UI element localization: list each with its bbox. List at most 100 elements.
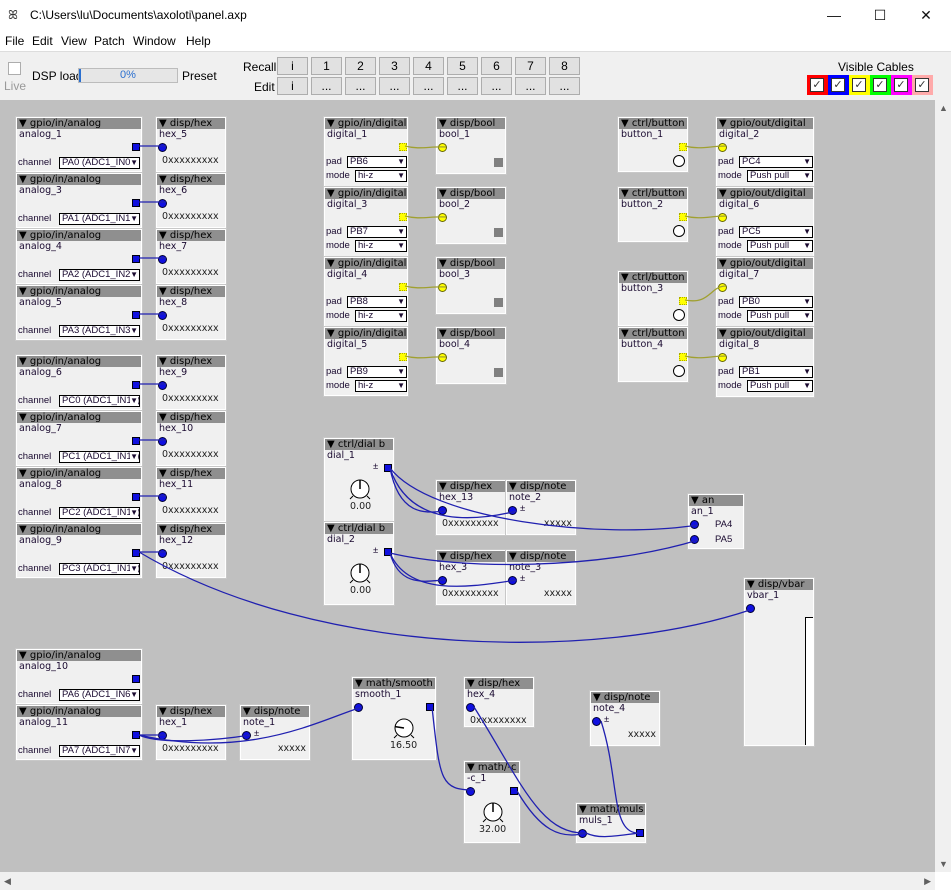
object-instance-name[interactable]: note_1 [243, 717, 276, 728]
collapse-triangle-icon[interactable]: ▼ [719, 118, 730, 129]
inlet[interactable] [158, 493, 167, 502]
object-header[interactable]: ▼ disp/bool [437, 118, 505, 129]
cable-visibility-toggle[interactable]: ✓ [912, 75, 933, 95]
object-instance-name[interactable]: hex_3 [439, 562, 468, 573]
collapse-triangle-icon[interactable]: ▼ [327, 118, 338, 129]
object-instance-name[interactable]: analog_8 [19, 479, 62, 490]
outlet[interactable] [132, 255, 140, 263]
vertical-scrollbar[interactable]: ▲ ▼ [935, 100, 951, 872]
object-instance-name[interactable]: digital_8 [719, 339, 760, 350]
object-header[interactable]: ▼ disp/hex [157, 230, 225, 241]
object-instance-name[interactable]: analog_7 [19, 423, 62, 434]
mode-dropdown[interactable]: hi-z▼ [355, 240, 407, 252]
object-instance-name[interactable]: analog_9 [19, 535, 62, 546]
edit-preset-button[interactable]: ... [481, 77, 512, 95]
collapse-triangle-icon[interactable]: ▼ [355, 678, 366, 689]
collapse-triangle-icon[interactable]: ▼ [19, 650, 30, 661]
object-header[interactable]: ▼ disp/bool [437, 258, 505, 269]
edit-preset-button[interactable]: i [277, 77, 308, 95]
collapse-triangle-icon[interactable]: ▼ [159, 174, 170, 185]
pad-dropdown[interactable]: PB0▼ [739, 296, 813, 308]
collapse-triangle-icon[interactable]: ▼ [159, 524, 170, 535]
pad-dropdown[interactable]: PB6▼ [347, 156, 407, 168]
outlet[interactable] [132, 311, 140, 319]
pad-dropdown[interactable]: PB7▼ [347, 226, 407, 238]
object-instance-name[interactable]: bool_1 [439, 129, 471, 140]
channel-dropdown[interactable]: PC3 (ADC1_IN13)▼ [59, 563, 140, 575]
inlet[interactable] [242, 731, 251, 740]
collapse-triangle-icon[interactable]: ▼ [19, 524, 30, 535]
object-instance-name[interactable]: hex_11 [159, 479, 194, 490]
collapse-triangle-icon[interactable]: ▼ [19, 230, 30, 241]
pad-dropdown[interactable]: PB1▼ [739, 366, 813, 378]
inlet[interactable] [718, 353, 727, 362]
object-header[interactable]: ▼ gpio/out/digital [717, 118, 813, 129]
object-header[interactable]: ▼ gpio/in/analog [17, 286, 141, 297]
dial-knob[interactable] [349, 478, 371, 500]
inlet[interactable] [592, 717, 601, 726]
menu-file[interactable]: File [5, 34, 25, 48]
cable-visibility-toggle[interactable]: ✓ [807, 75, 828, 95]
inlet[interactable] [158, 381, 167, 390]
recall-button-7[interactable]: 7 [515, 57, 546, 75]
object-header[interactable]: ▼ ctrl/button [619, 118, 687, 129]
object-header[interactable]: ▼ gpio/in/analog [17, 118, 141, 129]
outlet[interactable] [132, 493, 140, 501]
object-header[interactable]: ▼ disp/hex [157, 468, 225, 479]
maximize-button[interactable]: ☐ [873, 7, 887, 23]
collapse-triangle-icon[interactable]: ▼ [439, 258, 450, 269]
channel-dropdown[interactable]: PA2 (ADC1_IN2)▼ [59, 269, 140, 281]
recall-button-8[interactable]: 8 [549, 57, 580, 75]
outlet[interactable] [384, 464, 392, 472]
cable-visibility-toggle[interactable]: ✓ [870, 75, 891, 95]
mode-dropdown[interactable]: Push pull▼ [747, 380, 813, 392]
outlet[interactable] [132, 381, 140, 389]
collapse-triangle-icon[interactable]: ▼ [327, 258, 338, 269]
object-instance-name[interactable]: hex_5 [159, 129, 188, 140]
object-instance-name[interactable]: hex_1 [159, 717, 188, 728]
object-instance-name[interactable]: digital_3 [327, 199, 368, 210]
collapse-triangle-icon[interactable]: ▼ [19, 412, 30, 423]
pad-dropdown[interactable]: PB8▼ [347, 296, 407, 308]
pad-dropdown[interactable]: PC5▼ [739, 226, 813, 238]
collapse-triangle-icon[interactable]: ▼ [439, 551, 450, 562]
object-instance-name[interactable]: bool_3 [439, 269, 471, 280]
scroll-down-icon[interactable]: ▼ [939, 859, 948, 869]
object-header[interactable]: ▼ gpio/out/digital [717, 188, 813, 199]
object-header[interactable]: ▼ gpio/in/analog [17, 356, 141, 367]
object-instance-name[interactable]: dial_2 [327, 534, 355, 545]
object-instance-name[interactable]: bool_4 [439, 339, 471, 350]
channel-dropdown[interactable]: PA7 (ADC1_IN7)▼ [59, 745, 140, 757]
menu-view[interactable]: View [61, 34, 87, 48]
object-header[interactable]: ▼ gpio/in/digital [325, 188, 407, 199]
object-instance-name[interactable]: analog_10 [19, 661, 68, 672]
recall-button-i[interactable]: i [277, 57, 308, 75]
collapse-triangle-icon[interactable]: ▼ [719, 188, 730, 199]
inlet[interactable] [508, 576, 517, 585]
collapse-triangle-icon[interactable]: ▼ [19, 706, 30, 717]
object-header[interactable]: ▼ disp/bool [437, 188, 505, 199]
collapse-triangle-icon[interactable]: ▼ [327, 523, 338, 534]
object-instance-name[interactable]: analog_11 [19, 717, 68, 728]
channel-dropdown[interactable]: PC1 (ADC1_IN11)▼ [59, 451, 140, 463]
object-instance-name[interactable]: analog_5 [19, 297, 62, 308]
object-header[interactable]: ▼ gpio/in/analog [17, 706, 141, 717]
object-header[interactable]: ▼ disp/hex [157, 286, 225, 297]
inlet[interactable] [438, 506, 447, 515]
collapse-triangle-icon[interactable]: ▼ [691, 495, 702, 506]
